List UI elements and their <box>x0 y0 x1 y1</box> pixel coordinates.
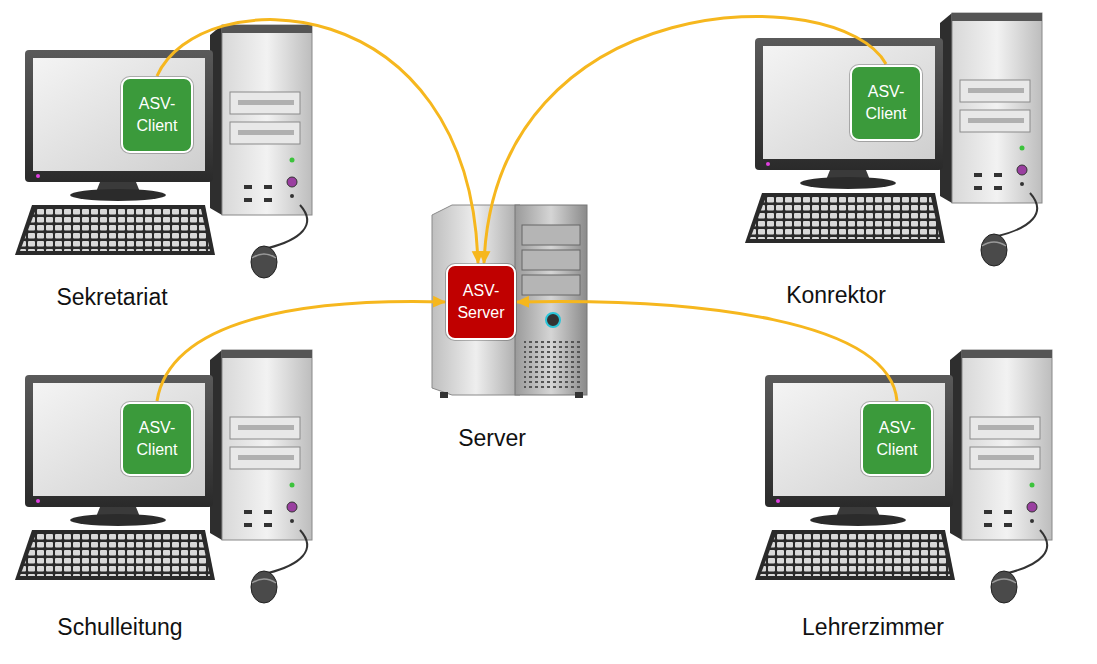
client-box: ASV- Client <box>861 402 933 476</box>
place-label: Schulleitung <box>57 614 182 641</box>
connection-arrow <box>484 16 886 263</box>
node-text: ASV- Client <box>857 81 915 125</box>
connection-arrow <box>157 302 445 401</box>
client-box: ASV- Client <box>121 77 193 153</box>
connection-arrow <box>517 302 897 401</box>
node-text: ASV- Client <box>128 417 186 461</box>
place-label: Sekretariat <box>56 284 167 311</box>
node-text: ASV- Client <box>868 417 926 461</box>
place-label: Lehrerzimmer <box>802 614 944 641</box>
client-box: ASV- Client <box>121 402 193 476</box>
node-text: ASV- Client <box>128 93 186 137</box>
place-label: Server <box>458 425 526 452</box>
node-text: ASV- Server <box>453 280 509 324</box>
server-box: ASV- Server <box>446 264 516 340</box>
client-box: ASV- Client <box>850 65 922 141</box>
connection-arrow <box>157 20 478 263</box>
place-label: Konrektor <box>786 282 886 309</box>
